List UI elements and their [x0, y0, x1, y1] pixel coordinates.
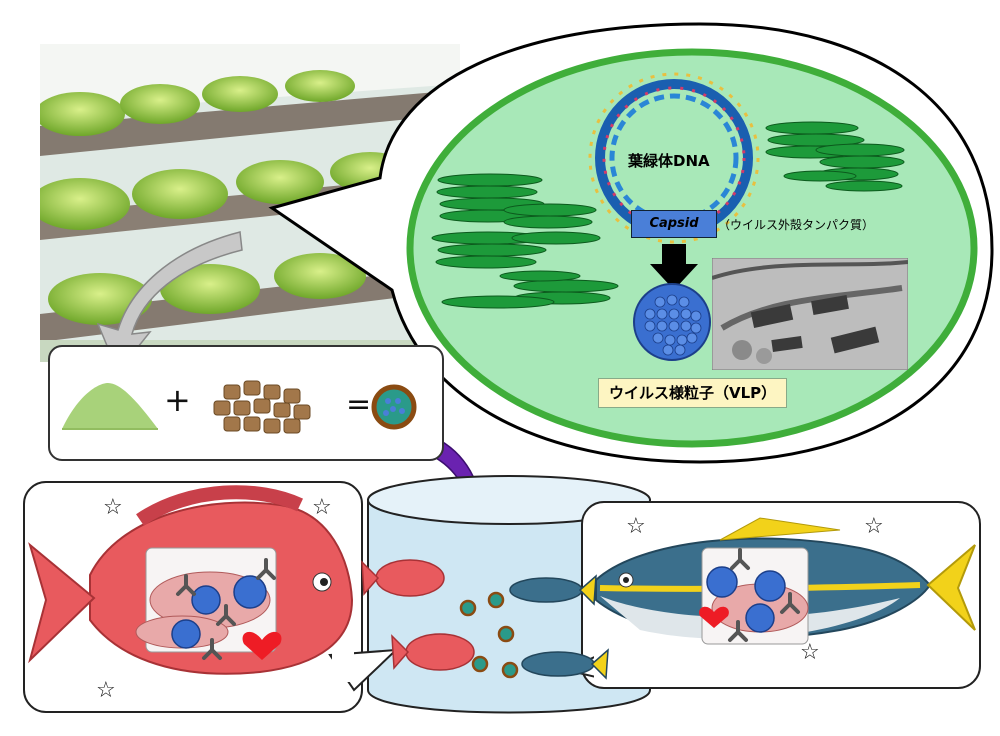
capsid-label: Capsid [631, 210, 717, 238]
feed-formula-icons [62, 380, 417, 434]
thylakoid-stack-left [431, 173, 619, 309]
heart-icon [242, 631, 282, 660]
capsid-note: （ウイルス外殻タンパク質） [718, 218, 875, 232]
chloroplast-dna-label: 葉緑体DNA [628, 152, 710, 170]
down-arrow-icon [650, 244, 698, 290]
sparkle-icon: ☆ [800, 640, 820, 665]
vlp-feed-icon [371, 384, 417, 430]
yellowtail-small [509, 574, 609, 680]
sparkle-icon: ☆ [626, 514, 646, 539]
thylakoid-stack-right [765, 121, 905, 192]
vlp-cluster-left [171, 575, 267, 649]
equals-sign: = [346, 387, 372, 422]
vlp-cluster-right [706, 566, 786, 633]
plus-sign: + [164, 381, 191, 419]
vlp-label: ウイルス様粒子（VLP） [598, 378, 788, 408]
sparkle-icon: ☆ [312, 495, 332, 520]
vlp-particle-icon [633, 283, 711, 361]
vlp-feed-pellets [459, 591, 519, 679]
sparkle-icon: ☆ [103, 495, 123, 520]
sparkle-icon: ☆ [96, 678, 116, 703]
heart-icon [699, 606, 729, 628]
powder-icon [62, 383, 158, 429]
sparkle-icon: ☆ [864, 514, 884, 539]
sea-bream-small [361, 559, 475, 671]
antibody-icon [176, 548, 800, 660]
tem-micrograph [712, 258, 908, 370]
pellet-feed-icon [213, 380, 311, 434]
